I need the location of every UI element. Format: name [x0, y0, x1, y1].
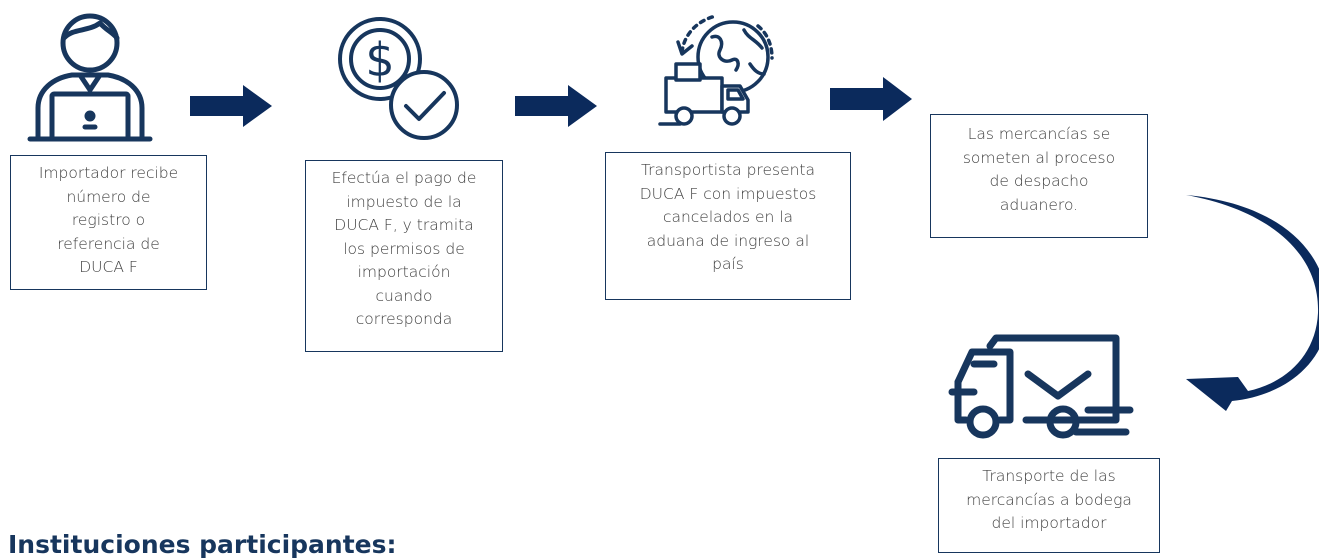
step-3-text: Transportista presenta DUCA F con impues…: [639, 161, 817, 273]
step-5-text: Transporte de las mercancías a bodega de…: [966, 467, 1132, 532]
right-arrow: [190, 85, 272, 127]
step-5-box: Transporte de las mercancías a bodega de…: [938, 458, 1160, 553]
step-1-box: Importador recibe número de registro o r…: [10, 155, 207, 290]
step-4-text: Las mercancías se someten al proceso de …: [962, 125, 1116, 214]
step-2-box: Efectúa el pago de impuesto de la DUCA F…: [305, 160, 503, 352]
right-arrow: [830, 77, 912, 121]
global-delivery-truck-icon: [658, 14, 774, 126]
right-arrow: [515, 85, 597, 127]
step-1-text: Importador recibe número de registro o r…: [38, 164, 179, 276]
step-4-box: Las mercancías se someten al proceso de …: [930, 114, 1148, 238]
curved-down-arrow: [1186, 195, 1319, 411]
dollar-check-icon: $: [338, 17, 459, 140]
svg-text:$: $: [365, 33, 394, 87]
section-title: Instituciones participantes:: [8, 530, 397, 559]
step-3-box: Transportista presenta DUCA F con impues…: [605, 152, 851, 300]
delivery-truck-icon: [948, 334, 1134, 439]
importer-laptop-icon: [27, 13, 153, 142]
step-2-text: Efectúa el pago de impuesto de la DUCA F…: [331, 169, 477, 328]
